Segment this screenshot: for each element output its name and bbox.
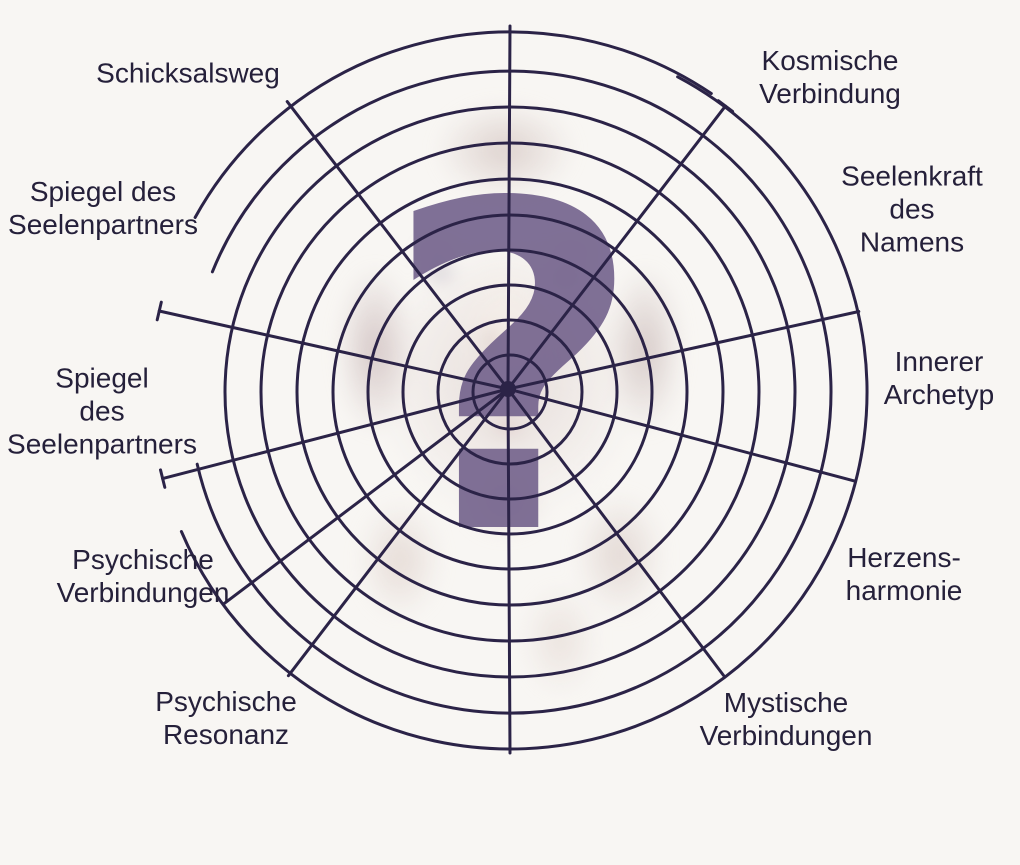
axis-label-seelenkraft-des-namens: Seelenkraft des Namens xyxy=(841,160,983,258)
axis-label-kosmische-verbindung: Kosmische Verbindung xyxy=(759,45,901,109)
axis-label-schicksalsweg: Schicksalsweg xyxy=(96,57,280,89)
spoke-seelenkraft-des-namens xyxy=(506,310,861,391)
axis-label-herzens-harmonie: Herzens- harmonie xyxy=(845,542,963,606)
spoke-schicksalsweg xyxy=(285,100,510,391)
axis-label-spiegel-des-seelenpartners-lower: Spiegel des Seelenpartners xyxy=(7,362,197,460)
spoke-spiegel-des-seelenpartners-lower-end-tick xyxy=(159,468,167,489)
grid-ring-10-main xyxy=(179,75,869,751)
spoke-bottom xyxy=(506,387,512,755)
grid-ring-9 xyxy=(195,69,833,715)
axis-label-psychische-resonanz: Psychische Resonanz xyxy=(155,686,297,750)
axis-label-innerer-archetyp: Innerer Archetyp xyxy=(883,346,995,410)
axis-label-psychische-verbindungen: Psychische Verbindungen xyxy=(56,544,230,608)
grid-ring-1 xyxy=(471,353,549,431)
axis-label-spiegel-des-seelenpartners-upper: Spiegel des Seelenpartners xyxy=(8,176,198,240)
spoke-innerer-archetyp xyxy=(506,387,857,483)
grid-ring-10-top xyxy=(193,30,713,219)
axis-label-mystische-verbindungen: Mystische Verbindungen xyxy=(699,687,873,751)
spoke-spiegel-des-seelenpartners-upper xyxy=(157,309,510,391)
spoke-psychische-verbindungen xyxy=(222,387,510,606)
spoke-spiegel-des-seelenpartners-upper-end-tick xyxy=(155,300,163,322)
spoke-top xyxy=(506,24,512,391)
grid-spokes xyxy=(155,24,861,755)
spoke-kosmische-verbindung-end-tick xyxy=(716,99,735,113)
spoke-psychische-resonanz xyxy=(286,387,510,678)
grid-rings xyxy=(179,30,869,751)
spoke-kosmische-verbindung xyxy=(506,104,727,391)
center-hub xyxy=(500,381,516,397)
spoke-mystische-verbindungen xyxy=(506,387,726,677)
spoke-spiegel-des-seelenpartners-lower xyxy=(161,387,510,481)
grid-ring-2 xyxy=(436,318,584,466)
